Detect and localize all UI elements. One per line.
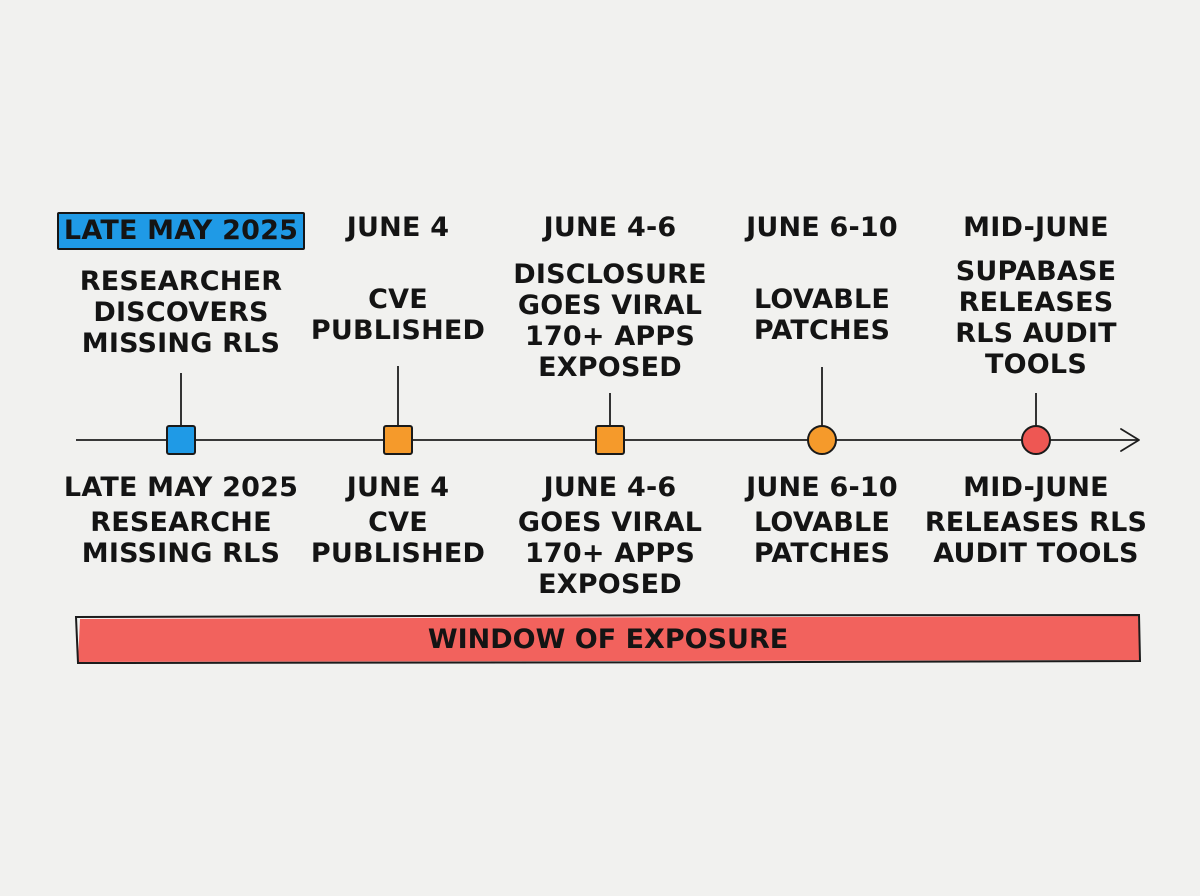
top-description-june-6-10: LOVABLE PATCHES (753, 284, 891, 346)
marker-june-4 (383, 425, 413, 455)
top-date-june-4: JUNE 4 (268, 212, 528, 243)
marker-late-may-2025 (166, 425, 196, 455)
top-date-mid-june: MID-JUNE (906, 212, 1166, 243)
top-date-late-may-2025: LATE MAY 2025 (51, 212, 311, 250)
top-date-text: LATE MAY 2025 (56, 212, 306, 250)
top-date-text: JUNE 4-6 (543, 212, 677, 243)
bottom-date-june-4-6: JUNE 4-6 (543, 472, 677, 503)
bottom-description-mid-june: RELEASES RLS AUDIT TOOLS (924, 507, 1148, 569)
axis-arrowhead (1120, 428, 1140, 452)
band-fill (78, 616, 1140, 662)
bottom-date-june-6-10: JUNE 6-10 (746, 472, 898, 503)
top-description-mid-june: SUPABASE RELEASES RLS AUDIT TOOLS (955, 256, 1117, 380)
window-of-exposure-label: WINDOW OF EXPOSURE (427, 624, 789, 655)
bottom-description-june-4-6: GOES VIRAL 170+ APPS EXPOSED (517, 507, 703, 600)
window-of-exposure-band (74, 613, 1142, 665)
top-date-text: MID-JUNE (963, 212, 1109, 243)
marker-june-6-10 (807, 425, 837, 455)
top-description-late-may-2025: RESEARCHER DISCOVERS MISSING RLS (79, 265, 283, 359)
marker-june-4-6 (595, 425, 625, 455)
top-description-june-4-6: DISCLOSURE GOES VIRAL 170+ APPS EXPOSED (513, 259, 707, 383)
bottom-date-june-4: JUNE 4 (346, 472, 450, 503)
top-date-june-6-10: JUNE 6-10 (692, 212, 952, 243)
top-date-text: JUNE 4 (346, 212, 450, 243)
top-description-june-4: CVE PUBLISHED (310, 284, 486, 346)
bottom-description-late-may-2025: RESEARCHE MISSING RLS (81, 507, 281, 569)
top-date-text: JUNE 6-10 (746, 212, 898, 243)
event-markers (166, 366, 1051, 455)
top-date-june-4-6: JUNE 4-6 (480, 212, 740, 243)
bottom-description-june-4: CVE PUBLISHED (310, 507, 486, 569)
marker-mid-june (1021, 425, 1051, 455)
bottom-description-june-6-10: LOVABLE PATCHES (753, 507, 891, 569)
bottom-date-late-may-2025: LATE MAY 2025 (63, 472, 299, 503)
bottom-date-mid-june: MID-JUNE (963, 472, 1109, 503)
band-outline (74, 613, 1142, 665)
